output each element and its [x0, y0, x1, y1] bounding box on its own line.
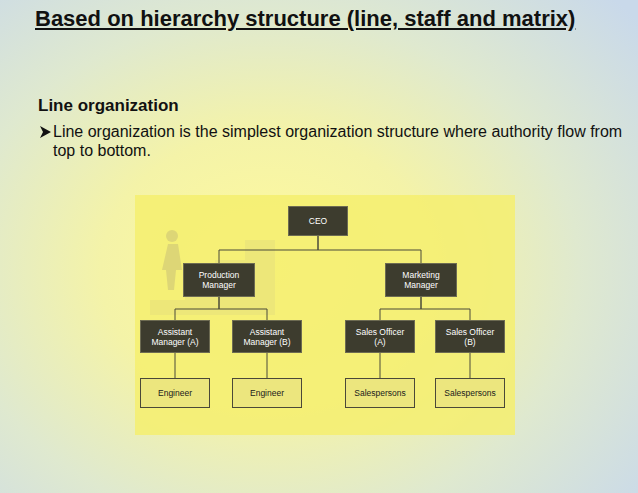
- box-label: Production Manager: [188, 270, 250, 290]
- org-box: Assistant Manager (B): [232, 320, 302, 353]
- org-box: Engineer: [140, 378, 210, 408]
- box-text-group: Assistant Manager (A): [145, 327, 205, 347]
- box-text-group: Engineer: [158, 388, 192, 398]
- stairs-illustration: [150, 230, 275, 315]
- box-text-group: Assistant Manager (B): [237, 327, 297, 347]
- bullet-arrow: [40, 126, 51, 138]
- hierarchy-line: [175, 353, 176, 378]
- box-label: Marketing Manager: [390, 270, 452, 290]
- panel-background: [135, 195, 515, 435]
- hierarchy-line: [219, 236, 318, 263]
- hierarchy-line: [175, 297, 219, 320]
- org-box: Engineer: [232, 378, 302, 408]
- hierarchy-line: [380, 297, 421, 320]
- box-text-group: Sales Officer (B): [440, 327, 500, 347]
- hierarchy-line: [318, 236, 421, 263]
- box-text-group: Salespersons: [354, 388, 406, 398]
- org-box: Salespersons: [345, 378, 415, 408]
- box-text-group: Sales Officer (A): [350, 327, 410, 347]
- box-label: Salespersons: [444, 388, 496, 398]
- hierarchy-line: [219, 297, 267, 320]
- org-box: Marketing Manager: [385, 263, 457, 297]
- box-text-group: Salespersons: [444, 388, 496, 398]
- org-box: Assistant Manager (A): [140, 320, 210, 353]
- box-label: Assistant Manager (A): [145, 327, 205, 347]
- box-text-group: CEO: [309, 216, 327, 226]
- box-text-group: Marketing Manager: [390, 270, 452, 290]
- box-label: CEO: [309, 216, 327, 226]
- org-box: CEO: [288, 206, 348, 236]
- hierarchy-line: [470, 353, 471, 378]
- hierarchy-line: [267, 353, 268, 378]
- hierarchy-line: [421, 297, 470, 320]
- section-heading: Line organization: [38, 96, 179, 116]
- box-text-group: Production Manager: [188, 270, 250, 290]
- slide-title: Based on hierarchy structure (line, staf…: [35, 6, 615, 32]
- box-label: Sales Officer (A): [350, 327, 410, 347]
- box-label: Engineer: [158, 388, 192, 398]
- box-label: Salespersons: [354, 388, 406, 398]
- box-label: Engineer: [250, 388, 284, 398]
- box-text-group: Engineer: [250, 388, 284, 398]
- org-box: Production Manager: [183, 263, 255, 297]
- hierarchy-line: [380, 353, 381, 378]
- org-box: Sales Officer (B): [435, 320, 505, 353]
- box-label: Assistant Manager (B): [237, 327, 297, 347]
- bullet-text: Line organization is the simplest organi…: [53, 122, 623, 160]
- box-label: Sales Officer (B): [440, 327, 500, 347]
- org-box: Sales Officer (A): [345, 320, 415, 353]
- org-box: Salespersons: [435, 378, 505, 408]
